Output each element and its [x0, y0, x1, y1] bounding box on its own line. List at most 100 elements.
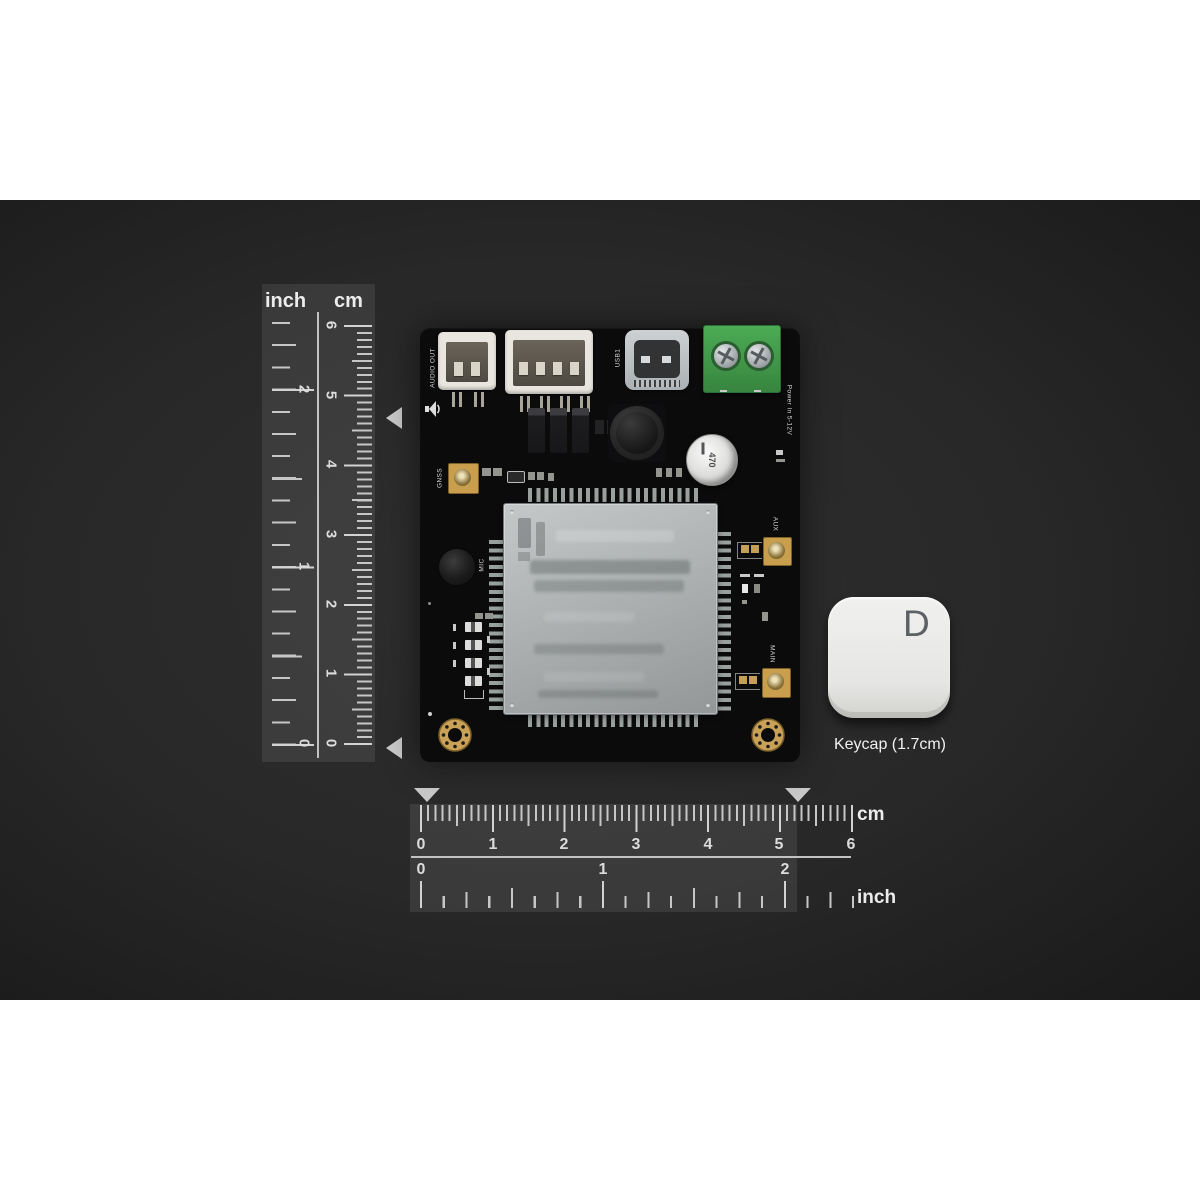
mounting-hole	[751, 718, 785, 752]
solder-pin	[452, 392, 455, 407]
smd-component	[548, 473, 554, 481]
smd-component	[528, 472, 535, 480]
inductor-coil	[610, 406, 664, 460]
vertical-marker-arrow-top	[386, 407, 402, 429]
silkscreen-bracket	[737, 542, 762, 559]
audio-out-connector	[438, 332, 496, 390]
horizontal-ruler-cm-label: cm	[857, 804, 885, 825]
status-led	[754, 584, 760, 593]
capacitor-marking: 470	[707, 452, 717, 468]
jumper-pad	[465, 658, 482, 668]
main-label: MAIN	[768, 645, 776, 663]
microphone	[437, 547, 477, 587]
mic-label: MIC	[478, 558, 486, 572]
h-inch-2: 2	[780, 861, 790, 878]
smd-component	[676, 468, 682, 477]
silkscreen-dot	[428, 712, 432, 716]
rf-shield-module	[503, 503, 718, 715]
h-inch-1: 1	[598, 861, 608, 878]
terminal-screw	[714, 344, 738, 368]
aux-antenna-connector	[763, 537, 792, 566]
main-antenna-connector	[762, 668, 791, 698]
horizontal-cm-ticks	[420, 805, 853, 832]
h-cm-3: 3	[631, 836, 641, 853]
power-in-label: Power In 5-12V	[785, 384, 793, 436]
silkscreen-mark	[453, 624, 456, 631]
module-logo	[518, 516, 552, 561]
module-marking	[534, 644, 664, 654]
smd-component	[595, 420, 604, 434]
solder-pin	[580, 396, 583, 412]
silkscreen-mark	[740, 574, 750, 577]
mounting-hole	[438, 718, 472, 752]
solder-pin	[540, 396, 543, 412]
h-cm-5: 5	[774, 836, 784, 853]
vertical-inch-ticks	[272, 322, 314, 747]
solder-pin	[481, 392, 484, 407]
silkscreen-dot	[428, 602, 431, 605]
jumper-pad	[465, 640, 482, 650]
h-cm-2: 2	[559, 836, 569, 853]
smd-component	[762, 612, 768, 621]
aux-label: AUX	[771, 516, 779, 532]
module-marking	[556, 530, 674, 542]
v-cm-4: 4	[322, 459, 340, 469]
vertical-cm-ticks	[344, 325, 372, 746]
jumper-pad	[465, 676, 482, 686]
smd-component	[666, 468, 672, 477]
module-pins-bottom	[528, 714, 701, 727]
solder-pin	[547, 396, 550, 412]
antenna-pad	[741, 545, 749, 553]
smd-component	[482, 468, 491, 476]
module-marking	[544, 672, 644, 682]
v-cm-6: 6	[322, 320, 340, 330]
h-cm-4: 4	[703, 836, 713, 853]
v-inch-1: 1	[295, 561, 313, 571]
terminal-screw	[747, 344, 771, 368]
jst-4pin-connector	[505, 330, 593, 394]
v-cm-5: 5	[322, 390, 340, 400]
module-pins-right	[717, 532, 731, 712]
v-inch-0: 0	[295, 738, 313, 748]
h-cm-6: 6	[846, 836, 856, 853]
smd-component	[485, 613, 493, 619]
horizontal-marker-arrow-right	[785, 788, 811, 802]
smd-component	[656, 468, 662, 477]
vertical-ruler-cm-label: cm	[334, 290, 363, 312]
silkscreen-bracket	[735, 673, 760, 690]
keycap-letter: D	[903, 603, 930, 644]
antenna-pad	[739, 676, 747, 684]
v-cm-3: 3	[322, 529, 340, 539]
horizontal-ruler-inch-label: inch	[857, 887, 897, 908]
silkscreen-mark	[754, 574, 764, 577]
smd-component	[537, 472, 544, 480]
audio-out-label: AUDIO OUT	[429, 348, 437, 388]
circuit-board: AUDIO OUT	[420, 325, 800, 762]
module-marking	[530, 560, 690, 574]
silkscreen-mark	[487, 636, 490, 643]
silkscreen-mark	[453, 642, 456, 649]
v-inch-2: 2	[295, 384, 313, 394]
horizontal-ruler-divider	[411, 856, 851, 858]
horizontal-marker-arrow-left	[414, 788, 440, 802]
jumper-pad	[465, 622, 482, 632]
vertical-ruler-inch-label: inch	[265, 290, 307, 312]
smd-component	[742, 600, 747, 604]
h-cm-0: 0	[416, 836, 426, 853]
solder-pin	[560, 396, 563, 412]
silkscreen-mark	[453, 660, 456, 667]
solder-pin	[520, 396, 523, 412]
capacitor	[572, 408, 589, 453]
silkscreen-bracket	[464, 690, 484, 699]
horizontal-inch-ticks	[420, 881, 854, 908]
smd-component	[776, 459, 785, 462]
capacitor	[550, 408, 567, 453]
v-cm-1: 1	[322, 668, 340, 678]
v-cm-0: 0	[322, 738, 340, 748]
pwr-led	[776, 450, 783, 455]
solder-pin	[459, 392, 462, 407]
v-cm-2: 2	[322, 599, 340, 609]
solder-pin	[587, 396, 590, 412]
usb-c-port	[625, 330, 689, 390]
